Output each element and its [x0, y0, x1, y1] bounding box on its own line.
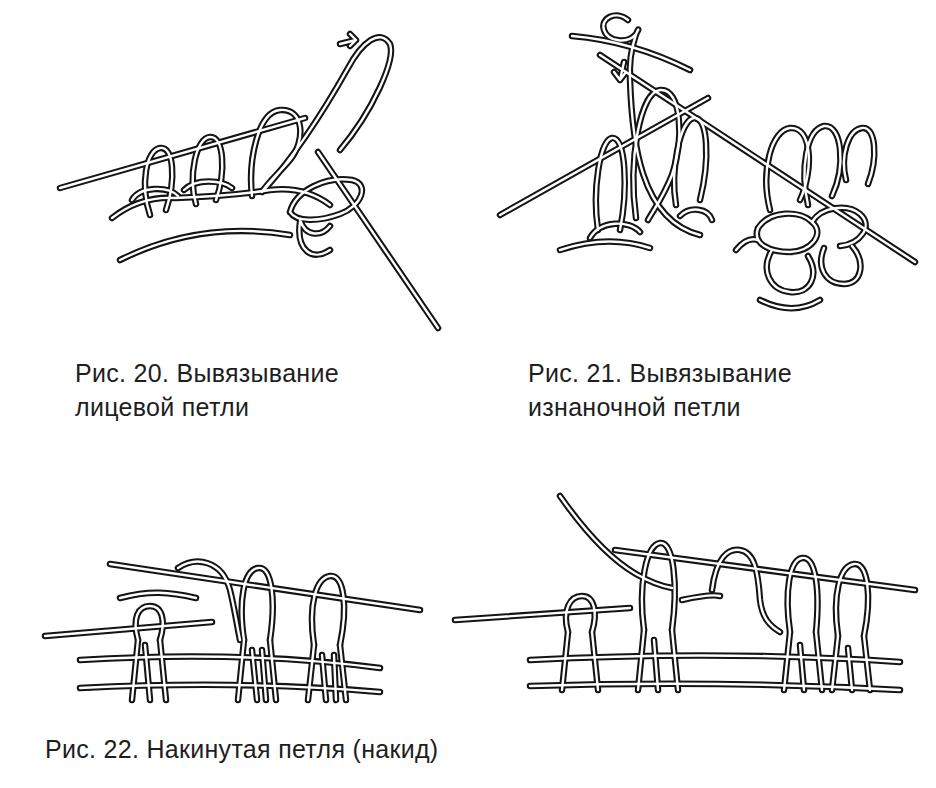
figure-caption: Рис. 21. Вывязывание изнаночной петли: [528, 357, 898, 424]
figure-caption: Рис. 20. Вывязывание лицевой петли: [75, 357, 420, 424]
figure-caption: Рис. 22. Накинутая петля (накид): [45, 733, 439, 767]
